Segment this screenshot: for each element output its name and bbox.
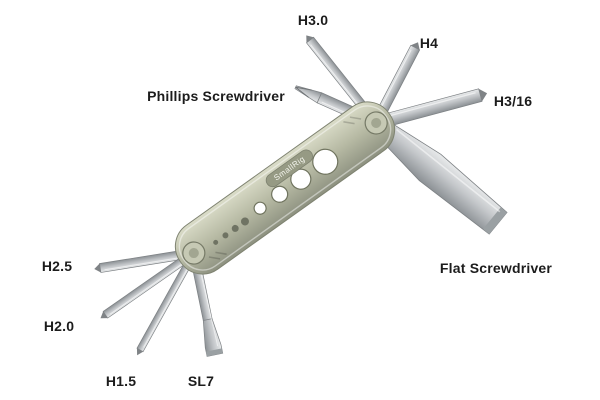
tool-body: SmallRig bbox=[174, 101, 396, 275]
label-sl7: SL7 bbox=[187, 373, 215, 389]
label-h2-5: H2.5 bbox=[41, 258, 73, 274]
grip-notches bbox=[208, 116, 362, 260]
label-h3-16: H3/16 bbox=[493, 93, 533, 109]
pivot-screws bbox=[182, 111, 388, 265]
label-h2-0: H2.0 bbox=[43, 318, 75, 334]
label-h1-5: H1.5 bbox=[105, 373, 137, 389]
large-holes bbox=[253, 148, 339, 215]
label-h4: H4 bbox=[419, 35, 439, 51]
flat-screwdriver-blade bbox=[379, 123, 508, 235]
bottom-tool-fan bbox=[94, 248, 224, 357]
small-bit-holes bbox=[213, 217, 249, 245]
label-flat-screwdriver: Flat Screwdriver bbox=[439, 260, 553, 276]
label-h3-0: H3.0 bbox=[297, 12, 329, 28]
label-phillips-screwdriver: Phillips Screwdriver bbox=[147, 88, 285, 104]
